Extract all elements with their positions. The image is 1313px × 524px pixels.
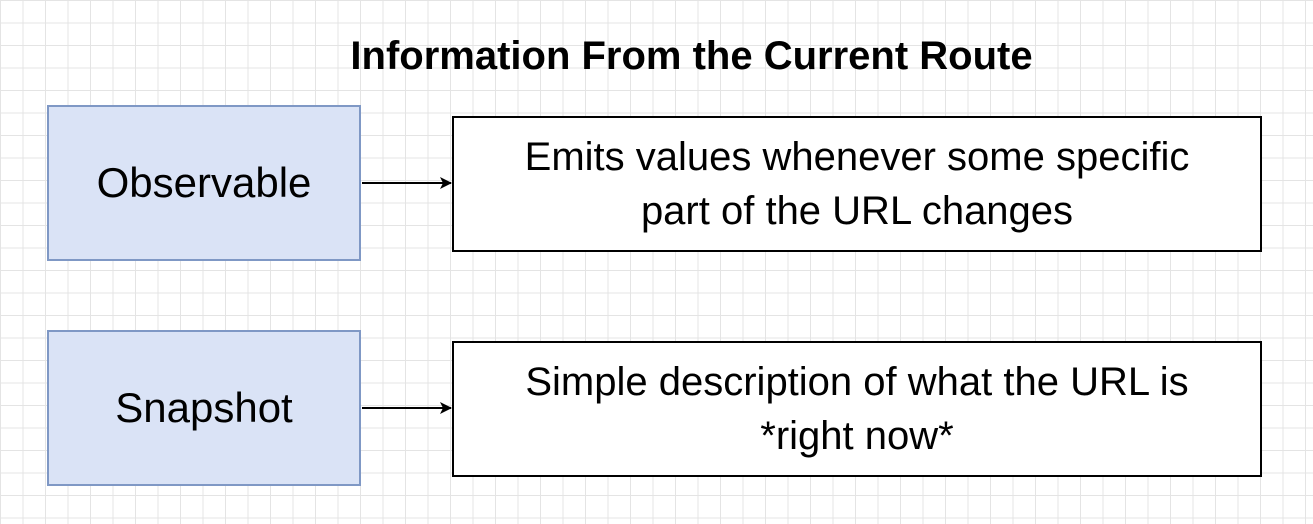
snapshot-box: Snapshot [47, 330, 361, 486]
observable-label: Observable [96, 159, 312, 206]
snapshot-label: Snapshot [115, 384, 293, 431]
snapshot-description-box: Simple description of what the URL is *r… [452, 341, 1262, 477]
observable-box: Observable [47, 105, 361, 261]
snapshot-description: Simple description of what the URL is *r… [525, 360, 1189, 458]
observable-description: Emits values whenever some specific part… [524, 135, 1190, 233]
observable-description-box: Emits values whenever some specific part… [452, 116, 1262, 252]
diagram-title: Information From the Current Route [350, 34, 1033, 78]
